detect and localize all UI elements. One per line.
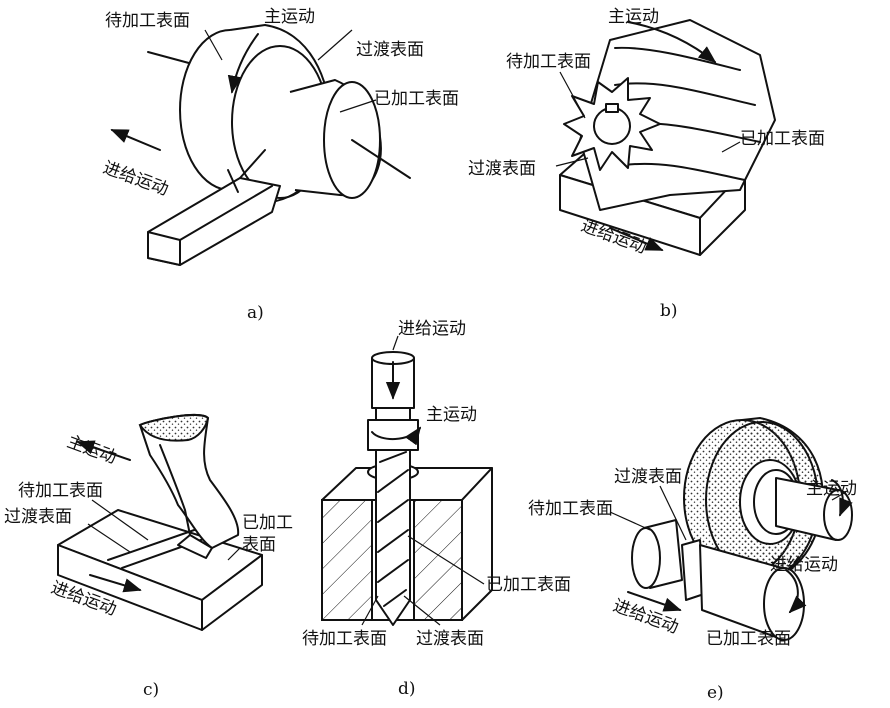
a-label-machined-surface: 已加工表面 bbox=[374, 89, 459, 109]
caption-c: c) bbox=[143, 680, 159, 700]
b-label-primary-motion: 主运动 bbox=[608, 7, 659, 27]
d-label-surface-to-be-machined: 待加工表面 bbox=[302, 629, 387, 649]
e-label-primary-motion: 主运动 bbox=[806, 479, 857, 499]
a-label-feed-motion: 进给运动 bbox=[100, 158, 171, 200]
a-label-transitional-surface: 过渡表面 bbox=[356, 40, 424, 60]
b-label-surface-to-be-machined: 待加工表面 bbox=[506, 52, 591, 72]
diagram-a-turning: 待加工表面 主运动 过渡表面 已加工表面 进给运动 a) bbox=[100, 7, 459, 323]
a-label-primary-motion: 主运动 bbox=[264, 7, 315, 27]
c-label-primary-motion: 主运动 bbox=[64, 432, 119, 468]
e-label-transitional-surface: 过渡表面 bbox=[614, 467, 682, 487]
diagram-b-milling: 主运动 待加工表面 已加工表面 过渡表面 进给运动 b) bbox=[468, 7, 825, 321]
d-label-feed-motion: 进给运动 bbox=[398, 319, 466, 339]
a-label-surface-to-be-machined: 待加工表面 bbox=[105, 11, 190, 31]
e-label-surface-to-be-machined: 待加工表面 bbox=[528, 499, 613, 519]
d-label-transitional-surface: 过渡表面 bbox=[416, 629, 484, 649]
caption-e: e) bbox=[707, 683, 724, 703]
caption-a: a) bbox=[247, 303, 264, 323]
b-label-machined-surface: 已加工表面 bbox=[740, 129, 825, 149]
c-label-machined-surface-1: 已加工 bbox=[242, 513, 293, 533]
diagram-c-planing: 主运动 待加工表面 过渡表面 已加工 表面 进给运动 c) bbox=[4, 414, 293, 700]
diagram-e-grinding: 过渡表面 主运动 待加工表面 进给运动 进给运动 已加工表面 e) bbox=[528, 416, 857, 703]
c-label-transitional-surface: 过渡表面 bbox=[4, 507, 72, 527]
caption-b: b) bbox=[660, 301, 678, 321]
diagram-d-drilling: 进给运动 主运动 已加工表面 待加工表面 过渡表面 d) bbox=[302, 319, 571, 699]
caption-d: d) bbox=[398, 679, 416, 699]
c-label-surface-to-be-machined: 待加工表面 bbox=[18, 481, 103, 501]
e-label-feed-motion-workpiece: 进给运动 bbox=[610, 596, 681, 638]
b-label-transitional-surface: 过渡表面 bbox=[468, 159, 536, 179]
e-label-feed-motion-primary: 进给运动 bbox=[770, 555, 838, 575]
e-label-machined-surface: 已加工表面 bbox=[706, 629, 791, 649]
c-label-machined-surface-2: 表面 bbox=[242, 535, 276, 555]
d-label-primary-motion: 主运动 bbox=[426, 405, 477, 425]
d-label-machined-surface: 已加工表面 bbox=[486, 575, 571, 595]
